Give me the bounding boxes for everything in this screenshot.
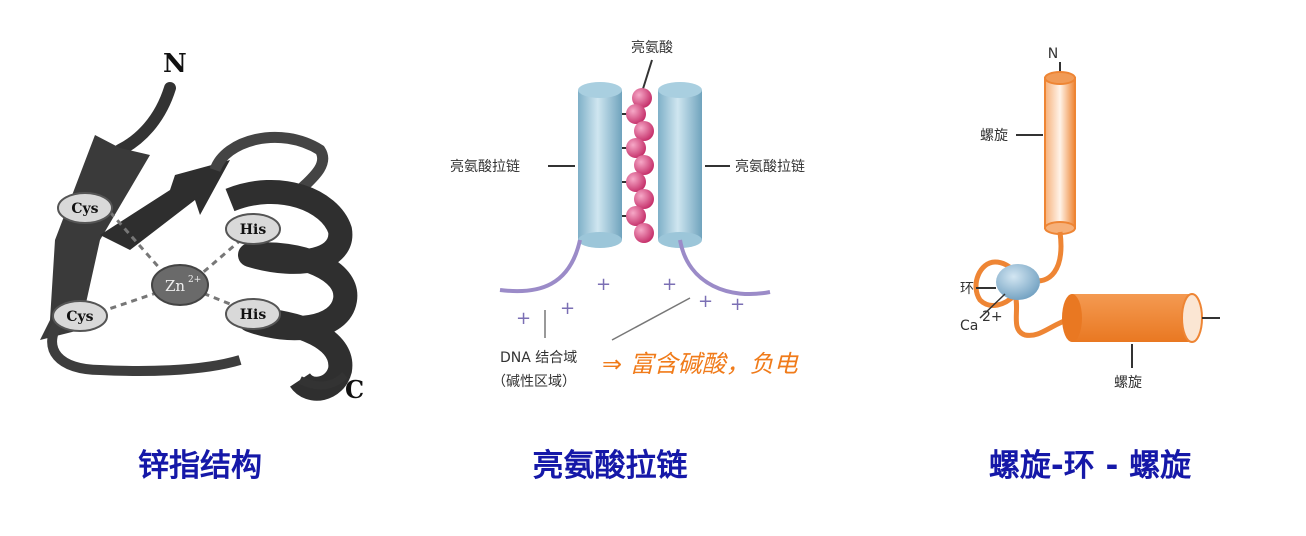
top-loop — [209, 131, 328, 194]
positive-charges: + + + + + + — [516, 274, 745, 329]
zipper-label-left: 亮氨酸拉链 — [450, 158, 520, 175]
dna-domain-label: DNA 结合域 — [500, 350, 577, 366]
domain-pointer-right — [611, 297, 691, 341]
dna-binding-arm-right — [678, 239, 771, 297]
n-terminal-strand — [114, 82, 176, 156]
his-label-1: His — [240, 222, 267, 238]
c-terminal-strand — [298, 372, 348, 390]
beta-strand-1 — [40, 135, 150, 340]
plus-sign: + — [698, 291, 713, 312]
n-terminus-label: N — [163, 49, 187, 79]
plus-sign: + — [560, 298, 575, 319]
basic-region-label: （碱性区域） — [492, 374, 576, 390]
zinc-ion — [151, 264, 209, 306]
cys-pill-1 — [57, 192, 113, 224]
zinc-label: Zn — [165, 277, 185, 295]
leucine-label: 亮氨酸 — [631, 39, 673, 56]
plus-sign: + — [730, 294, 745, 315]
bottom-loop — [47, 317, 242, 376]
loop-label: 环 — [960, 281, 974, 297]
zinc-charge: 2+ — [188, 275, 201, 285]
calcium-charge: 2+ — [982, 309, 1003, 325]
zinc-finger-panel: Zn 2+ Cys Cys His His N C — [0, 0, 420, 430]
dna-binding-arm-left — [499, 239, 582, 294]
alpha-helix — [225, 180, 358, 401]
calcium-label: Ca — [960, 318, 978, 334]
plus-sign: + — [596, 274, 611, 295]
leucine-zipper-panel: 亮氨酸 亮 — [430, 0, 870, 430]
cys-label-1: Cys — [71, 201, 98, 217]
plus-sign: + — [516, 308, 531, 329]
his-pill-1 — [225, 213, 281, 245]
helix-top-label: 螺旋 — [980, 128, 1008, 144]
top-helix-cylinder — [1044, 71, 1076, 235]
zipper-label-right: 亮氨酸拉链 — [735, 158, 805, 175]
calcium-ion — [996, 264, 1040, 300]
leucine-zipper-diagram: 亮氨酸 亮 — [450, 39, 805, 390]
right-helix-cylinder — [658, 82, 702, 248]
calcium-pointer — [979, 293, 1006, 319]
cys-pill-2 — [52, 300, 108, 332]
helix-loop-helix-panel: N 螺旋 环 Ca 2+ 螺旋 — [900, 0, 1300, 430]
helix-bottom-label: 螺旋 — [1114, 375, 1142, 391]
leucine-residues — [622, 88, 654, 243]
leucine-zipper-caption: 亮氨酸拉链 — [532, 448, 688, 484]
helix-loop-helix-caption: 螺旋-环 - 螺旋 — [988, 448, 1192, 484]
his-pill-2 — [225, 298, 281, 330]
handwritten-note: ⇒ 富含碱酸，负电 — [602, 350, 799, 378]
leucine-pointer — [641, 59, 653, 93]
helix-loop-helix-diagram: N 螺旋 环 Ca 2+ 螺旋 — [960, 46, 1220, 391]
c-terminus-label: C — [345, 375, 364, 404]
left-helix-cylinder — [578, 82, 622, 248]
zinc-finger-diagram: Zn 2+ Cys Cys His His N C — [40, 49, 364, 404]
his-label-2: His — [240, 307, 267, 323]
beta-strand-arrow — [100, 160, 230, 250]
n-terminus-label: N — [1048, 46, 1058, 62]
zinc-finger-caption: 锌指结构 — [138, 448, 262, 484]
bottom-helix-cylinder — [1062, 293, 1203, 343]
cys-label-2: Cys — [66, 309, 93, 325]
plus-sign: + — [662, 274, 677, 295]
